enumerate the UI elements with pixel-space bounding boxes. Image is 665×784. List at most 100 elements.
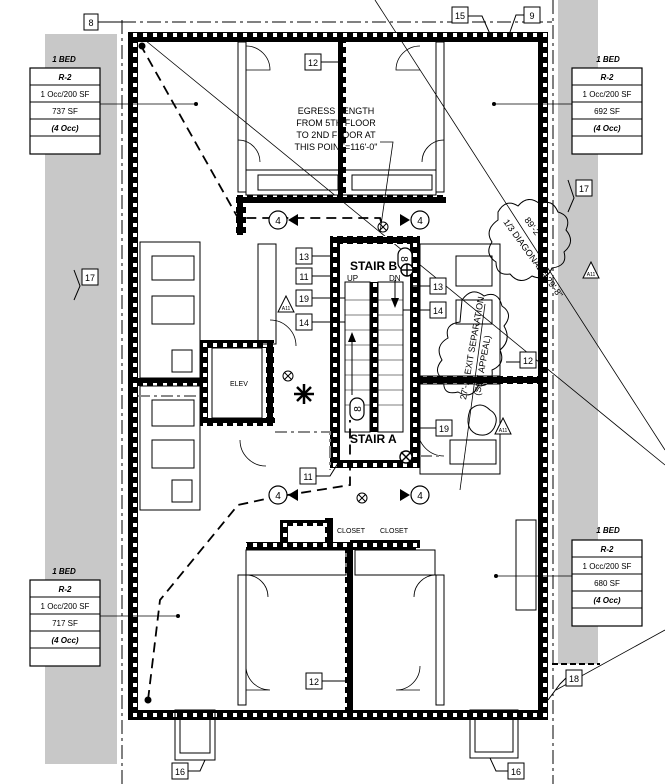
svg-text:13: 13: [433, 282, 443, 292]
elevator-label: ELEV: [230, 381, 248, 388]
svg-text:R-2: R-2: [601, 73, 614, 82]
svg-text:14: 14: [299, 318, 309, 328]
svg-text:1 Occ/200 SF: 1 Occ/200 SF: [41, 602, 90, 611]
svg-text:1 Occ/200 SF: 1 Occ/200 SF: [583, 90, 632, 99]
svg-text:(4 Occ): (4 Occ): [593, 124, 620, 133]
unit-tag-top-left: 1 BED R-2 1 Occ/200 SF 737 SF (4 Occ): [29, 55, 198, 155]
sheet-ref-marker-1: A11: [277, 294, 295, 313]
keynote-13-left: 13: [295, 247, 330, 265]
egress-path-bottom: [147, 420, 351, 701]
smoke-detector-icon: [282, 221, 389, 504]
svg-text:1 Occ/200 SF: 1 Occ/200 SF: [583, 562, 632, 571]
svg-text:17: 17: [579, 184, 589, 194]
detail-marker-4-tr: 4: [410, 210, 430, 230]
svg-text:THIS POINT=116'-0": THIS POINT=116'-0": [294, 142, 377, 152]
svg-text:14: 14: [433, 306, 443, 316]
svg-text:692 SF: 692 SF: [594, 107, 620, 116]
unit-tag-bottom-left: 1 BED R-2 1 Occ/200 SF 717 SF (4 Occ): [29, 567, 180, 667]
svg-text:4: 4: [275, 216, 281, 227]
svg-text:4: 4: [417, 216, 423, 227]
interior-walls: [138, 32, 538, 712]
svg-text:737 SF: 737 SF: [52, 107, 78, 116]
egress-path-top: [139, 43, 384, 229]
svg-text:13: 13: [299, 252, 309, 262]
egress-note: EGRESS LENGTH FROM 5TH FLOOR TO 2ND FLOO…: [294, 106, 394, 233]
svg-text:8: 8: [353, 406, 364, 412]
closet-label-right: CLOSET: [380, 528, 409, 535]
keynote-12-top: 12: [304, 53, 338, 71]
svg-text:1 BED: 1 BED: [52, 55, 76, 64]
svg-text:1 BED: 1 BED: [596, 55, 620, 64]
keynote-17-left: 17: [81, 268, 99, 286]
svg-text:R-2: R-2: [601, 545, 614, 554]
keynote-14-right: 14: [403, 301, 447, 319]
svg-text:19: 19: [439, 424, 449, 434]
keynote-8: 8: [83, 13, 122, 31]
stair-dn-label: DN: [389, 274, 401, 283]
svg-text:16: 16: [175, 767, 185, 777]
svg-text:8: 8: [398, 256, 409, 262]
keynote-11-bottom: 11: [299, 459, 341, 485]
standpipe-icon: [399, 263, 414, 464]
detail-marker-4-br: 4: [410, 485, 430, 505]
svg-text:1 BED: 1 BED: [596, 526, 620, 535]
keynote-11-top: 11: [295, 267, 330, 285]
stair-b-label: STAIR B: [350, 259, 397, 273]
keynote-12-right: 12: [506, 351, 537, 369]
keynote-16-left: 16: [171, 759, 206, 780]
door-swings: [237, 45, 445, 691]
sheet-ref-marker-2: A11: [582, 260, 600, 279]
svg-text:12: 12: [308, 58, 318, 68]
svg-text:19: 19: [299, 294, 309, 304]
closet-label-left: CLOSET: [337, 528, 366, 535]
svg-text:R-2: R-2: [59, 585, 72, 594]
keynote-14-left: 14: [295, 313, 345, 331]
svg-text:4: 4: [275, 491, 281, 502]
unit-tag-bottom-right: 1 BED R-2 1 Occ/200 SF 680 SF (4 Occ): [494, 526, 643, 627]
detail-marker-4-bl: 4: [268, 485, 288, 505]
svg-text:12: 12: [309, 677, 319, 687]
section-cut-left: [73, 269, 81, 301]
stair-a-label: STAIR A: [350, 432, 397, 446]
stair-treads: [345, 299, 403, 406]
svg-text:11: 11: [299, 272, 308, 282]
svg-text:17: 17: [85, 273, 95, 283]
svg-text:16: 16: [511, 767, 521, 777]
svg-text:A11: A11: [282, 306, 291, 312]
svg-text:11: 11: [303, 472, 312, 482]
svg-text:R-2: R-2: [59, 73, 72, 82]
section-cut-right: [567, 179, 575, 213]
svg-text:4: 4: [417, 491, 423, 502]
svg-text:A11: A11: [587, 272, 596, 278]
keynote-15: 15: [451, 6, 491, 35]
revision-cloud-separation: [437, 291, 509, 396]
keynote-12-bottom: 12: [305, 672, 345, 690]
svg-text:1 BED: 1 BED: [52, 567, 76, 576]
svg-text:680 SF: 680 SF: [594, 579, 620, 588]
keynote-9: 9: [509, 6, 541, 33]
svg-text:18: 18: [569, 674, 579, 684]
rated-wall-line: [138, 395, 440, 470]
revision-cloud-diagonal: [488, 199, 571, 281]
unit-tag-top-right: 1 BED R-2 1 Occ/200 SF 692 SF (4 Occ): [492, 55, 643, 155]
svg-text:FROM 5TH FLOOR: FROM 5TH FLOOR: [296, 118, 376, 128]
svg-text:EGRESS LENGTH: EGRESS LENGTH: [298, 106, 375, 116]
keynote-18: 18: [547, 669, 583, 701]
svg-text:8: 8: [88, 18, 93, 28]
svg-text:12: 12: [523, 356, 533, 366]
keynote-13-right: 13: [412, 277, 447, 295]
svg-text:(4 Occ): (4 Occ): [593, 596, 620, 605]
keynote-19-left: 19: [295, 289, 345, 307]
stair-up-label: UP: [347, 274, 358, 283]
asterisk-icon: [294, 384, 314, 404]
sheet-ref-marker-3: A11: [494, 416, 512, 435]
keynote-17-right: 17: [575, 179, 593, 197]
svg-text:(4 Occ): (4 Occ): [51, 124, 78, 133]
svg-text:A11: A11: [499, 428, 508, 434]
svg-text:1 Occ/200 SF: 1 Occ/200 SF: [41, 90, 90, 99]
detail-marker-4-tl: 4: [268, 210, 288, 230]
keynote-19-right: 19: [412, 419, 453, 437]
interior-lines: [139, 41, 537, 761]
svg-text:TO 2ND FLOOR AT: TO 2ND FLOOR AT: [296, 130, 376, 140]
